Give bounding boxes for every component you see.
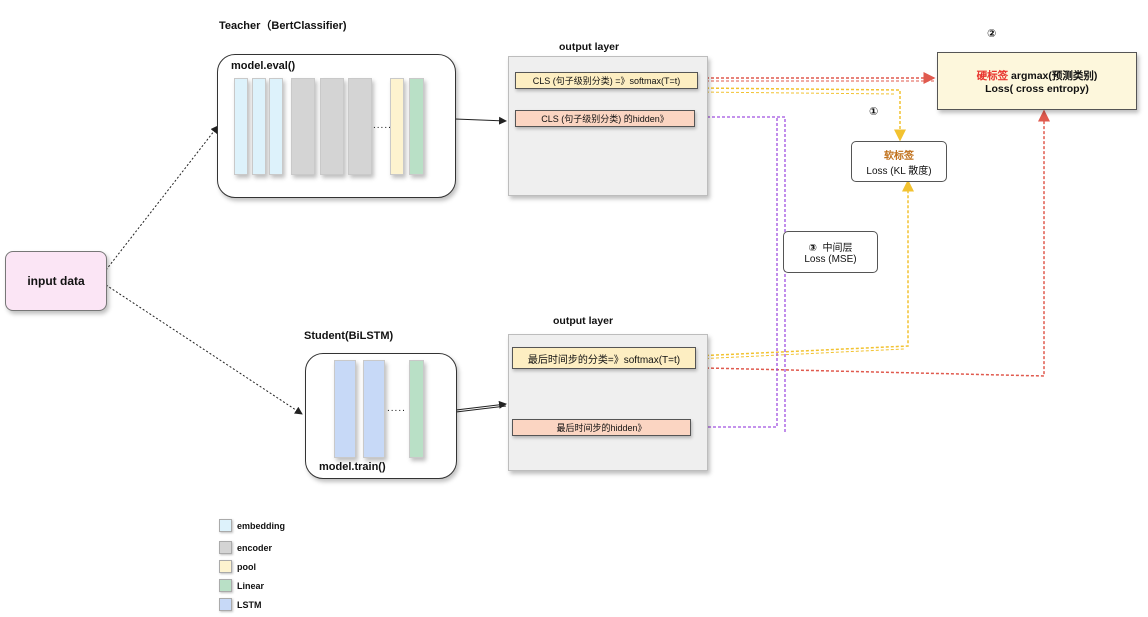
teacher-output-title: output layer — [559, 41, 620, 53]
student-last-hidden-bar: 最后时间步的hidden》 — [512, 419, 691, 436]
legend-label: Linear — [237, 580, 265, 591]
legend-swatch — [219, 560, 232, 573]
teacher-embedding-layer — [234, 78, 248, 175]
teacher-cls-hidden-bar: CLS (句子级别分类) 的hidden》 — [515, 110, 695, 127]
soft-label-loss-box: 软标签 Loss (KL 散度) — [851, 141, 947, 182]
input-to-student-arrow — [105, 284, 303, 415]
student-lstm-layer — [334, 360, 356, 458]
student-lstm-layer — [363, 360, 385, 458]
hard-label-argmax-text: argmax(预测类别) — [1008, 69, 1098, 82]
soft-label-loss-text: Loss (KL 散度) — [866, 165, 932, 177]
legend-label: embedding — [237, 520, 286, 531]
legend-swatch — [219, 579, 232, 592]
mid-layer-loss-box: ③ 中间层 Loss (MSE) — [783, 231, 878, 273]
legend-pool: pool — [219, 560, 256, 573]
student-output-title: output layer — [553, 315, 614, 327]
hidden-mse-arrow-student — [688, 118, 778, 433]
teacher-soft-label-arrow — [695, 87, 906, 142]
legend-swatch — [219, 519, 232, 532]
input-data-box: input data — [5, 251, 107, 311]
mid-layer-label: 中间层 — [822, 243, 853, 254]
legend-swatch — [219, 598, 232, 611]
teacher-title: Teacher（BertClassifier) — [219, 20, 347, 32]
student-soft-label-arrow — [695, 179, 914, 357]
teacher-linear-layer — [409, 78, 424, 175]
legend-embedding: embedding — [219, 519, 285, 532]
input-to-teacher-arrow — [105, 125, 219, 271]
hard-label-text: 硬标签 — [976, 69, 1009, 82]
student-ellipsis: ..... — [387, 403, 406, 414]
soft-label-text: 软标签 — [884, 150, 914, 162]
legend-label: pool — [237, 561, 256, 572]
mid-loss-number: ③ — [808, 243, 817, 254]
student-linear-layer — [409, 360, 424, 458]
student-to-output-arrow — [455, 400, 507, 411]
hard-loss-number: ② — [987, 28, 997, 40]
student-title: Student(BiLSTM) — [304, 330, 394, 342]
teacher-embedding-layer — [269, 78, 283, 175]
teacher-pool-layer — [390, 78, 404, 175]
teacher-ellipsis: ..... — [373, 120, 392, 131]
hard-label-loss-box: 硬标签 argmax(预测类别) Loss( cross entropy) — [937, 52, 1137, 110]
legend-encoder: encoder — [219, 541, 272, 554]
teacher-encoder-layer — [320, 78, 344, 175]
teacher-cls-softmax-bar: CLS (句子级别分类) =》softmax(T=t) — [515, 72, 698, 89]
teacher-to-output-arrow — [454, 116, 507, 125]
soft-loss-number: ① — [869, 106, 879, 118]
hidden-mse-arrow-teacher — [694, 111, 786, 432]
teacher-encoder-layer — [348, 78, 372, 175]
student-mode-label: model.train() — [319, 461, 386, 473]
teacher-embedding-layer — [252, 78, 266, 175]
legend-label: LSTM — [237, 599, 262, 610]
teacher-encoder-layer — [291, 78, 315, 175]
hard-label-loss-text: Loss( cross entropy) — [985, 82, 1089, 95]
legend-lstm: LSTM — [219, 598, 262, 611]
teacher-mode-label: model.eval() — [231, 60, 296, 72]
legend-swatch — [219, 541, 232, 554]
mid-layer-loss-text: Loss (MSE) — [804, 254, 857, 265]
legend-linear: Linear — [219, 579, 264, 592]
student-last-softmax-bar: 最后时间步的分类=》softmax(T=t) — [512, 347, 696, 369]
student-hard-label-arrow — [705, 109, 1050, 377]
legend-label: encoder — [237, 542, 273, 553]
